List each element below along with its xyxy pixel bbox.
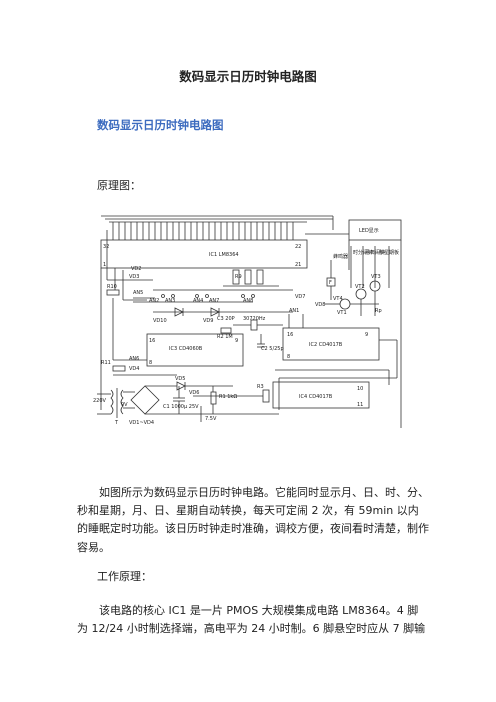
col-label-3: 秒星期板 [379,249,399,256]
ic2-pin-16: 16 [287,332,293,338]
crystal-label: 30720Hz [243,316,266,322]
ic3-box [146,333,244,367]
v75-label: 7.5V [205,416,217,422]
pin-1: 1 [103,262,106,268]
v220-label: 220V [93,398,107,404]
r11-symbol [112,365,126,372]
ic2-box [282,327,380,361]
vd7-label: VD7 [295,294,305,300]
r10-symbol [106,289,120,296]
vd1-4-label: VD1~VD4 [129,420,154,426]
ic4-label: IC4 CD4017B [299,394,333,400]
an7-label: AN7 [209,298,219,304]
paragraph-principle: 该电路的核心 IC1 是一片 PMOS 大规模集成电路 LM8364。4 脚为 … [77,604,426,636]
an8-label: AN8 [243,298,253,304]
an4-label: AN4 [193,298,203,304]
document-title: 数码显示日历时钟电路图 [179,69,317,84]
an5-label: AN5 [133,290,143,296]
ic1-top-leads [112,222,294,240]
r10-label: R10 [107,284,117,290]
r2-symbol [220,327,232,334]
vd9-label: VD9 [203,318,213,324]
vt4-label: VT4 [333,296,343,302]
vd8-label: VD8 [315,302,325,308]
ic1-box [100,239,308,269]
vd5-label: VD5 [175,376,185,382]
ic1-label: IC1 LM8364 [209,252,239,258]
c2-label: C2 5/25p [261,346,284,352]
an1-label: AN1 [289,308,299,314]
ic3-pin-9: 9 [235,338,238,344]
vt1-label: VT1 [337,310,347,316]
pin-22: 22 [295,244,301,250]
r1-symbol [210,391,217,405]
paragraph-overview: 如图所示为数码显示日历时钟电路。它能同时显示月、日、时、分、秒和星期，月、日、星… [77,486,429,554]
ic3-pin-16: 16 [149,338,155,344]
ic2-label: IC2 CD4017B [309,342,343,348]
r11-label: R11 [101,360,111,366]
an6-label: AN6 [129,356,139,362]
circuit-schematic: IC1 LM8364 32 22 1 21 LED显示 蜂鸣器 F 时分闹钟 月… [93,210,409,428]
ic4-box [272,381,370,409]
section-title: 数码显示日历时钟电路图 [97,118,224,132]
r2-label: R2 1M [217,334,233,340]
c3-label: C3 20P [217,316,235,322]
rp-label: Rp [375,308,382,314]
ic4-pin-11: 11 [357,402,363,408]
an3-label: AN3 [165,298,175,304]
r3-label: R3 [257,384,264,390]
buzzer-label: 蜂鸣器 [333,253,348,260]
led-display-box [348,219,402,241]
f-label: F [329,280,332,286]
ic2-pin-9: 9 [365,332,368,338]
an2-label: AN2 [149,298,159,304]
vd5-symbol [176,381,186,391]
col-label-1: 时分闹钟 [353,249,373,256]
v9-label: 9V [121,402,128,408]
ic3-pin-8: 8 [149,360,152,366]
ic4-pin-10: 10 [357,386,363,392]
col-label-2: 月日闹钟 [365,249,385,256]
vd10-label: VD10 [153,318,167,324]
led-display-label: LED显示 [359,228,379,234]
principle-heading: 工作原理： [97,570,152,583]
r9-label: R9 [235,274,242,280]
c1-label: C1 1000μ 25V [163,404,199,410]
r1-label: R1 1kΩ [219,394,237,400]
vd2-label: VD2 [131,266,141,272]
ic2-pin-8: 8 [287,354,290,360]
vd4-label: VD4 [129,366,139,372]
ic3-label: IC3 CD4060B [169,346,203,352]
schematic-label: 原理图： [97,179,141,192]
pin-21: 21 [295,262,301,268]
transformer-label: T [114,420,119,426]
pin-32: 32 [103,244,109,250]
vt3-label: VT3 [371,274,381,280]
r9-symbol [232,269,240,285]
vd3-label: VD3 [129,274,139,280]
vt2-label: VT2 [355,284,365,290]
vd6-label: VD6 [189,390,199,396]
transformer-symbol [110,388,124,418]
